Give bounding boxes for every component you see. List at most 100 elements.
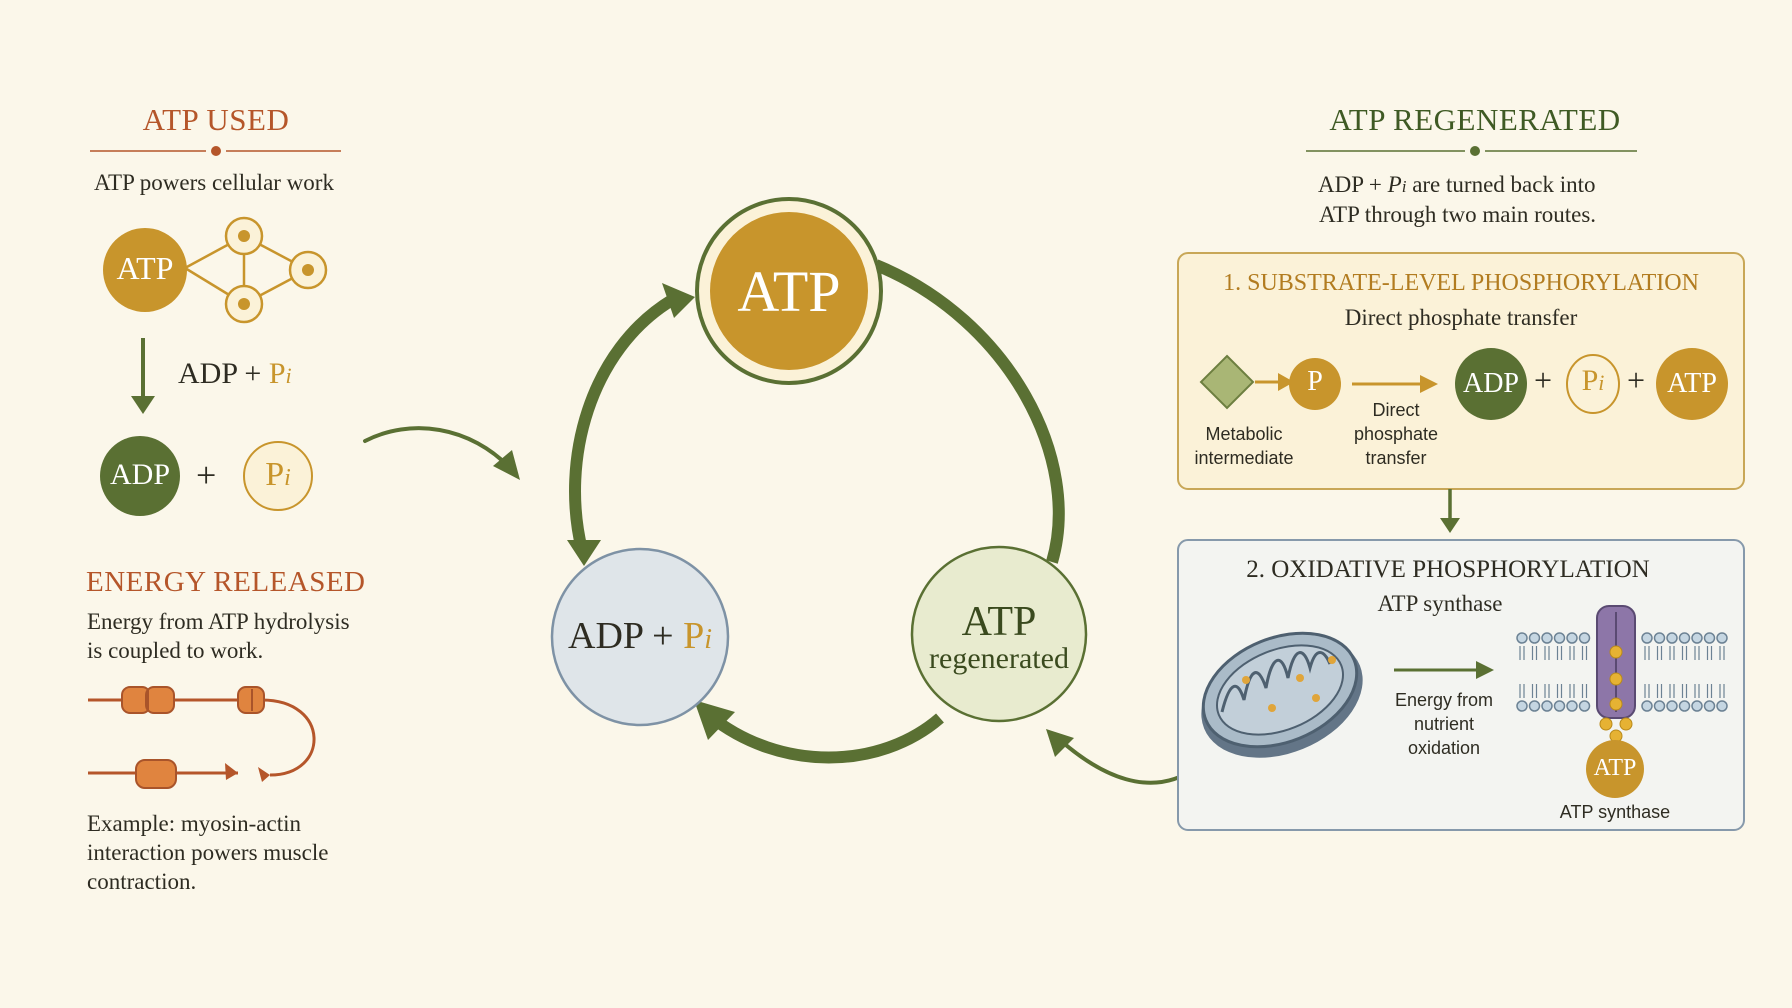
metabolic-intermediate-diamond [1199, 354, 1255, 410]
lipid-head [1716, 632, 1728, 644]
pi-circle-box1 [1566, 354, 1620, 414]
cycle-arrowhead-atp [662, 283, 695, 318]
lipid-head [1553, 632, 1566, 644]
center-adp-label: ADP + Pi [568, 615, 712, 657]
atp-synthase-illustration [1596, 605, 1636, 743]
direct-label-2: phosphate [1353, 424, 1439, 444]
arrow-oxidative-to-regenerated-head [1046, 729, 1074, 757]
energy-nutrient-2: nutrient [1413, 714, 1475, 734]
box1-pi-label: Pi [1581, 364, 1605, 397]
adp-label-left: ADP [109, 458, 170, 491]
energy-arrowhead [1476, 661, 1494, 679]
mitochondrion-illustration [1201, 631, 1363, 758]
lipid-head [1553, 700, 1566, 712]
box1-atp-label: ATP [1667, 368, 1717, 399]
atp-circle-synthase [1586, 740, 1644, 798]
work-node-right [288, 250, 328, 290]
center-regen-line1: ATP [961, 599, 1037, 645]
direct-label-1: Direct [1372, 400, 1420, 420]
lipid-head [1578, 632, 1591, 644]
phosphate-circle-box1 [1289, 358, 1341, 410]
arrow-oxidative-to-regenerated [1058, 738, 1198, 785]
left-title: ATP USED [142, 102, 290, 137]
lipid-head [1653, 700, 1666, 712]
center-regenerated-circle [910, 545, 1088, 723]
plus-left: + [196, 455, 217, 495]
lipid-head [1578, 700, 1591, 712]
hydrolysis-i-sub: i [285, 363, 292, 388]
lipid-head [1641, 632, 1653, 644]
lipid-head [1666, 632, 1678, 644]
box1-title: 1. SUBSTRATE-LEVEL PHOSPHORYLATION [1223, 270, 1699, 296]
lipid-head [1666, 700, 1678, 712]
lipid-head [1516, 632, 1528, 644]
hydrolysis-p-text: Pi [268, 357, 292, 390]
box1-plus1: + [1534, 362, 1553, 398]
lipid-head [1703, 632, 1716, 644]
center-atp-label: ATP [737, 259, 841, 324]
center-regen-line2: regenerated [929, 642, 1069, 675]
lipid-head [1641, 700, 1653, 712]
lipid-head [1541, 700, 1553, 712]
right-title: ATP REGENERATED [1329, 102, 1621, 137]
lipid-head [1653, 632, 1666, 644]
atp-circle-box1 [1656, 348, 1728, 420]
left-subtitle: ATP powers cellular work [94, 170, 334, 195]
direct-label-3: transfer [1365, 448, 1427, 468]
box1-adp-label: ADP [1462, 368, 1519, 399]
left-title-rule [90, 146, 341, 156]
cycle-arrow-regen-to-adp [706, 711, 944, 764]
lipid-head [1516, 700, 1528, 712]
synthase-atp-label: ATP [1593, 755, 1637, 781]
box1-phosphate-label: P [1307, 366, 1323, 397]
lipid-head [1566, 632, 1578, 644]
energy-nutrient-1: Energy from [1394, 690, 1494, 710]
lipid-head [1541, 632, 1553, 644]
energy-nutrient-3: oxidation [1407, 738, 1481, 758]
energy-line2: is coupled to work. [87, 638, 264, 663]
synthase-caption: ATP synthase [1559, 802, 1671, 822]
pi-label-left: Pi [265, 456, 291, 493]
cycle-arrow-adp-to-atp [569, 294, 676, 552]
work-node-bottom [224, 284, 264, 324]
center-atp-circle [710, 212, 868, 370]
lipid-head [1528, 632, 1541, 644]
lipid-head [1691, 632, 1703, 644]
lipid-head [1716, 700, 1728, 712]
energy-line1: Energy from ATP hydrolysis [87, 609, 350, 634]
myosin-actin-illustration [88, 686, 316, 789]
example-line2: interaction powers muscle [87, 840, 329, 865]
hydrolysis-products-label: ADP + Pi [178, 357, 292, 391]
box-connector-arrowhead [1440, 518, 1460, 533]
center-adp-circle [550, 547, 730, 727]
example-line1: Example: myosin-actin [87, 811, 301, 836]
right-title-rule [1306, 146, 1637, 156]
lipid-head [1678, 700, 1691, 712]
right-desc-line1: ADP + Pi are turned back into [1318, 172, 1596, 197]
lipid-head [1566, 700, 1578, 712]
cycle-arrowhead-adp [694, 700, 735, 740]
work-node-top [224, 216, 264, 256]
atp-label-left: ATP [116, 250, 174, 286]
box2-title: 2. OXIDATIVE PHOSPHORYLATION [1246, 556, 1650, 583]
pi-circle-left [243, 441, 313, 511]
box1-plus2: + [1627, 362, 1646, 398]
adp-circle-box1 [1455, 348, 1527, 420]
arrow-left-to-cycle-head [493, 450, 520, 480]
right-desc-line2: ATP through two main routes. [1319, 202, 1597, 227]
metabolic-label-1: Metabolic [1205, 424, 1283, 444]
cycle-arrow-atp-to-regen [873, 259, 1065, 564]
lipid-head [1691, 700, 1703, 712]
hydrolysis-down-arrow [131, 338, 155, 414]
lipid-head [1703, 700, 1716, 712]
hydrolysis-adp-text: ADP + [178, 357, 269, 390]
lipid-head [1678, 632, 1691, 644]
atp-circle-left [103, 228, 187, 312]
cycle-arrowhead-left-down [567, 540, 601, 566]
energy-released-title: ENERGY RELEASED [86, 566, 366, 598]
box2-subtitle: ATP synthase [1377, 591, 1503, 616]
membrane-bilayer [1516, 632, 1728, 712]
cycle-arrows [569, 259, 1065, 764]
example-line3: contraction. [87, 869, 197, 894]
